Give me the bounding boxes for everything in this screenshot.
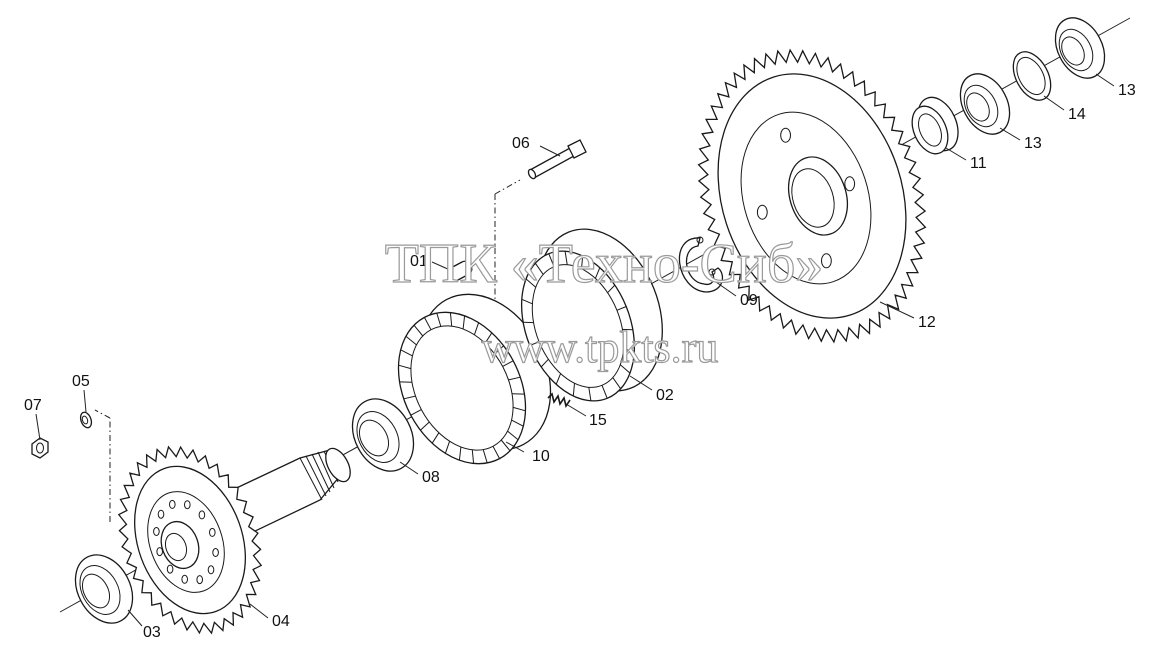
watermark-site: www.tpkts.ru: [482, 323, 719, 372]
part-04-gear-shaft: [115, 444, 355, 633]
callout-11: 11: [970, 155, 987, 172]
callout-14: 14: [1068, 106, 1086, 123]
callout-10: 10: [532, 448, 550, 465]
callout-07: 07: [24, 397, 42, 414]
callout-13-inner: 13: [1024, 135, 1042, 152]
part-14-washer: [1006, 46, 1059, 107]
callout-13-outer: 13: [1118, 82, 1136, 99]
part-13-bearing-inner: [951, 65, 1020, 142]
callout-04: 04: [272, 613, 290, 630]
part-11-ring: [905, 91, 966, 159]
callout-03: 03: [143, 624, 161, 641]
callout-08: 08: [422, 469, 440, 486]
part-12-gear: [688, 49, 936, 342]
callout-06: 06: [512, 135, 530, 152]
callout-15: 15: [589, 412, 607, 429]
watermark-company: ТПК «Техно-Сиб»: [385, 233, 824, 295]
callout-05: 05: [72, 373, 90, 390]
callout-12: 12: [918, 314, 936, 331]
callout-02: 02: [656, 387, 674, 404]
part-05-washer: [79, 411, 94, 429]
part-13-bearing-outer: [1046, 9, 1115, 86]
part-07-nut: [32, 438, 48, 458]
part-06-bolt: [527, 140, 586, 180]
